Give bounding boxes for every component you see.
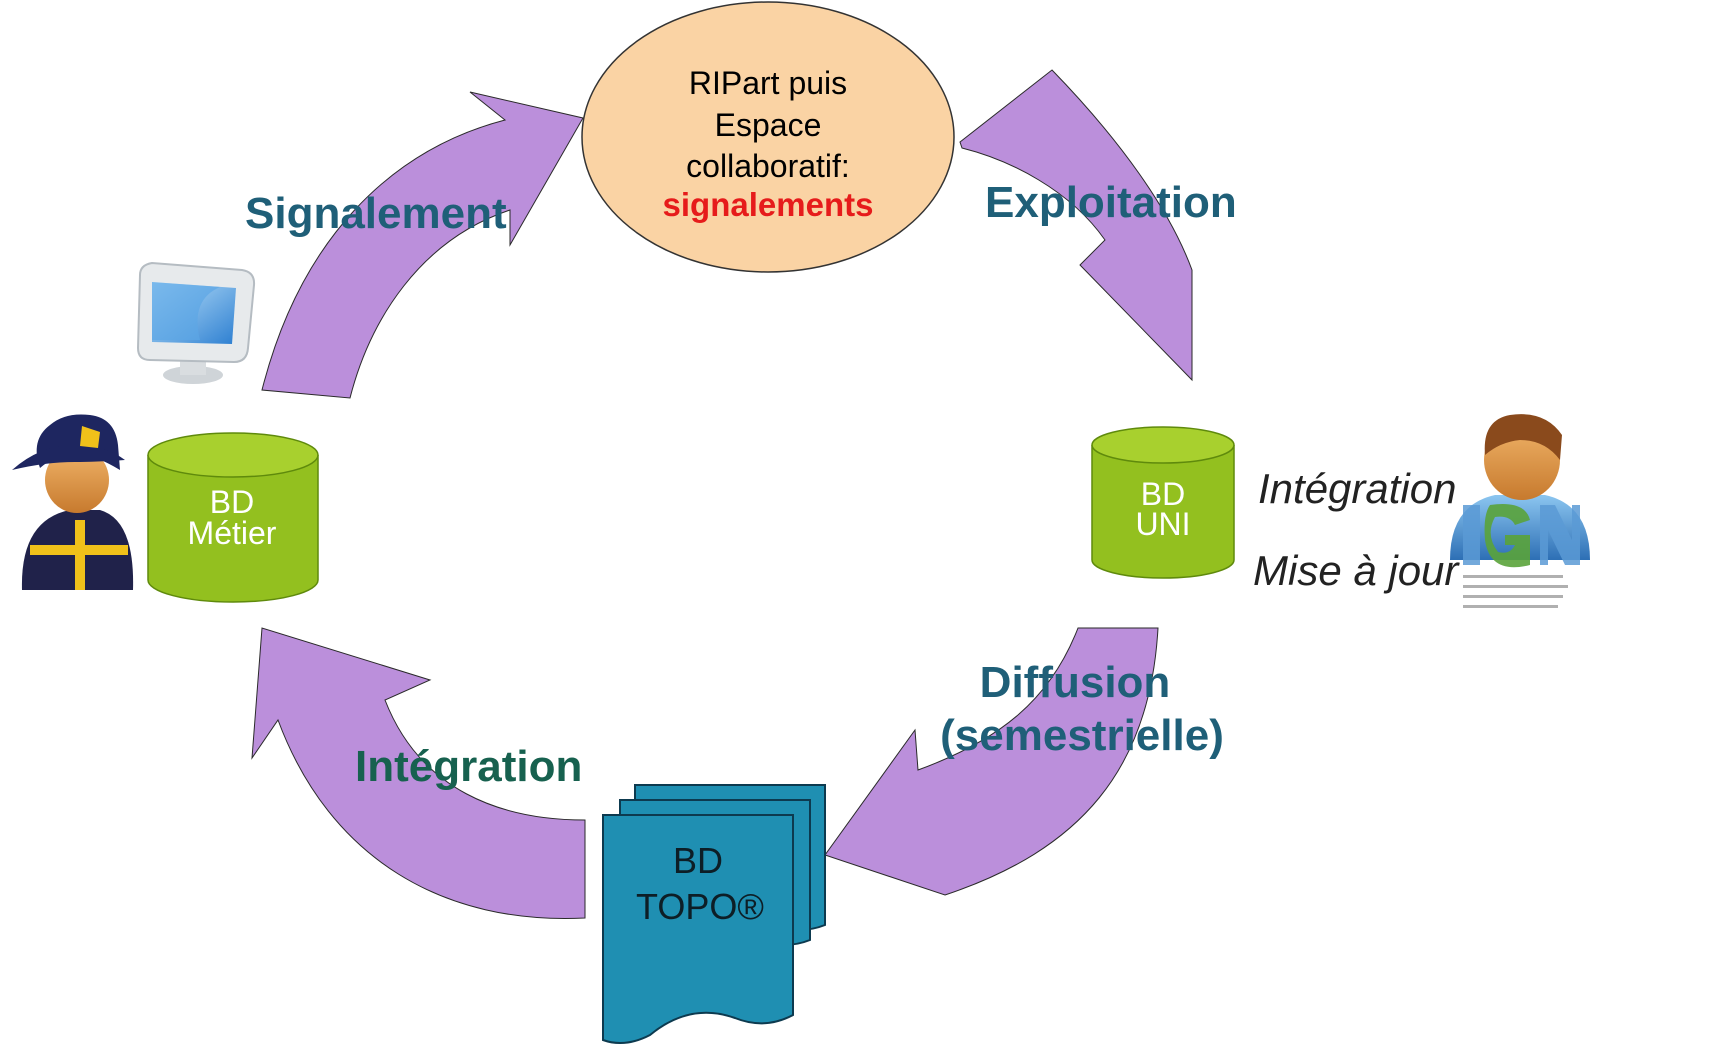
bd-topo-line-1: BD — [673, 840, 723, 881]
label-diffusion-2: (semestrielle) — [940, 711, 1224, 760]
arrow-integration — [251, 627, 586, 920]
label-integration: Intégration — [355, 742, 582, 791]
bd-uni-line-1: BD — [1141, 476, 1185, 512]
arrow-exploitation — [959, 69, 1193, 382]
ign-logo-icon — [1463, 504, 1580, 608]
database-bd-metier: BD Métier — [147, 432, 319, 603]
center-ellipse: RIPart puis Espace collaboratif: signale… — [581, 1, 955, 273]
center-line-3: collaboratif: — [686, 148, 850, 184]
center-line-1: RIPart puis — [689, 65, 847, 101]
database-bd-uni: BD UNI — [1091, 426, 1235, 579]
document-stack-bd-topo: BD TOPO® — [602, 784, 826, 1045]
bd-topo-line-2: TOPO® — [636, 886, 764, 927]
label-signalement: Signalement — [245, 189, 507, 238]
computer-monitor-icon — [136, 261, 256, 384]
bd-metier-line-2: Métier — [188, 515, 277, 551]
arrow-signalement — [261, 91, 584, 399]
center-line-2: Espace — [715, 107, 822, 143]
label-diffusion-1: Diffusion — [980, 658, 1171, 707]
center-line-4: signalements — [663, 186, 874, 223]
bd-uni-line-2: UNI — [1135, 506, 1190, 542]
ign-action-line-2: Mise à jour — [1253, 547, 1460, 594]
ign-action-line-1: Intégration — [1258, 465, 1456, 512]
bd-metier-line-1: BD — [210, 484, 254, 520]
arrow-diffusion — [824, 627, 1159, 896]
firefighter-user-icon — [12, 414, 134, 590]
label-exploitation: Exploitation — [985, 178, 1237, 227]
